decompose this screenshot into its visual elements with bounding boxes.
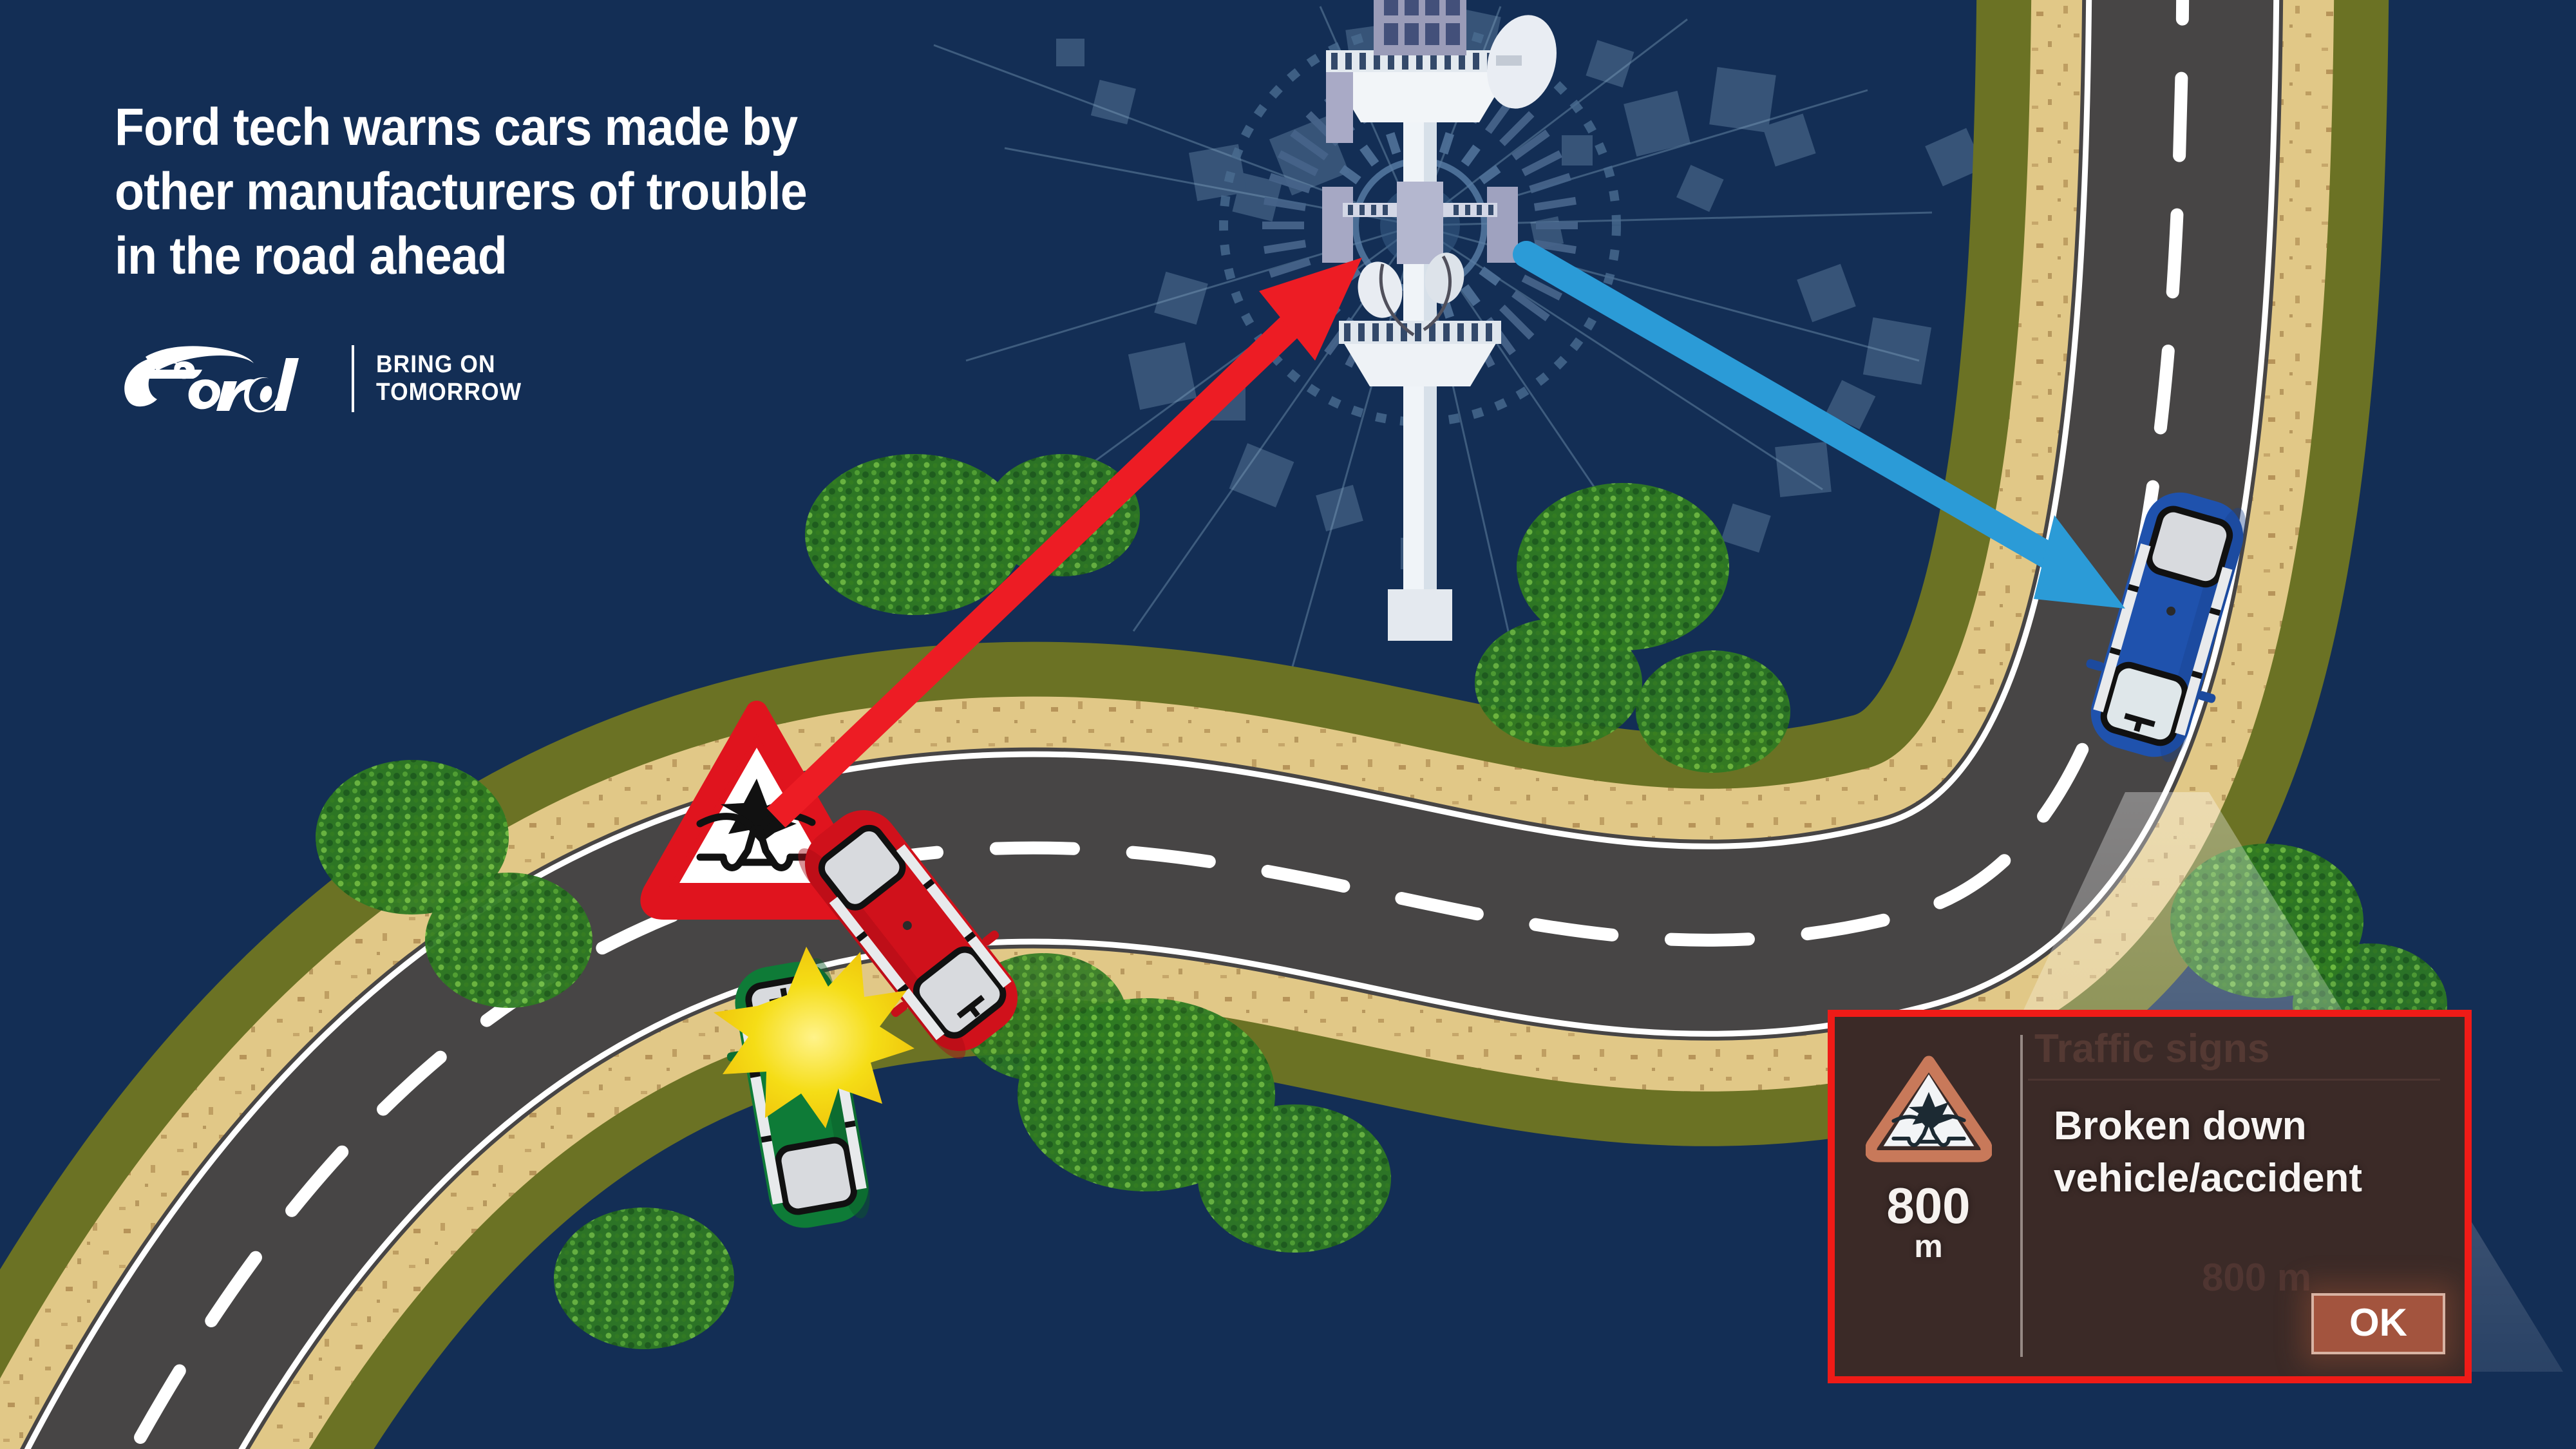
cell-tower (1219, 0, 1621, 641)
tower-outer-dashed-ring (1219, 24, 1621, 426)
blue-car-roof-stripe-r (2175, 567, 2233, 736)
tower-antenna-arm-bars (1348, 205, 1493, 215)
page-title: Ford tech warns cars made by other manuf… (115, 98, 808, 286)
tree-cluster (316, 760, 509, 914)
tower-antenna-box-left (1326, 72, 1353, 143)
red-car-mirror-l (891, 1001, 908, 1018)
red-arrow (766, 258, 1362, 828)
tower-dish-small-right (1425, 252, 1464, 304)
green-car-rear-window (775, 1137, 857, 1215)
tower-lower-deck (1343, 341, 1497, 386)
ford-script-wordmark-icon (124, 346, 299, 413)
red-car-door-seams (856, 878, 976, 995)
blue-car-mirror-l (2086, 659, 2105, 671)
tower-upper-deck (1330, 71, 1510, 122)
tree-cluster (1198, 1104, 1391, 1253)
accident-warning-icon (1865, 1056, 1992, 1162)
blue-car-roof-antenna (2166, 606, 2176, 616)
dashboard-distance-unit: m (1914, 1227, 1943, 1264)
tower-upper-railing-bars (1331, 53, 1508, 70)
dashboard-ok-button[interactable]: OK (2311, 1293, 2445, 1354)
dashboard-divider (2020, 1035, 2023, 1357)
blue-arrow (1513, 241, 2125, 609)
blue-car-windshield (2100, 661, 2188, 746)
blue-car-mirror-r (2197, 691, 2216, 703)
blue-car-door-seams (2109, 583, 2221, 679)
red-car-wiper (956, 994, 985, 1019)
tower-head-windows (1384, 0, 1460, 45)
ford-brand-lockup: BRING ON TOMORROW (117, 340, 533, 417)
tower-dish-small-left (1358, 261, 1403, 318)
tower-antenna-core (1397, 182, 1443, 264)
tower-cable (1379, 263, 1415, 337)
tree-cluster (425, 873, 592, 1008)
red-car-rear-window (818, 824, 906, 911)
dashboard-distance-value: 800 (1886, 1177, 1971, 1234)
tree-cluster (805, 454, 1024, 615)
tower-antenna-panel-right (1487, 187, 1518, 263)
dashboard-ghost-distance: 800 m (2202, 1256, 2312, 1299)
crash-impact-burst (714, 947, 914, 1128)
blue-car-rear-window (2146, 506, 2233, 588)
tower-dish-mount (1496, 55, 1522, 66)
logo-divider (352, 345, 354, 412)
vegetation (316, 454, 2447, 1349)
blue-car (2086, 492, 2246, 762)
red-car (798, 810, 1018, 1059)
tower-antenna-panel-left (1322, 187, 1353, 263)
tower-cable (1423, 255, 1452, 332)
dashboard-ghost-title: Traffic signs (2034, 1027, 2270, 1071)
red-car-roof-stripe-r (896, 844, 1012, 988)
blue-car-roof-stripe-l (2093, 543, 2151, 712)
tree-cluster (1475, 618, 1642, 747)
dashboard-ghost-underline (2028, 1079, 2440, 1081)
warning-sign-impact-burst (721, 779, 797, 843)
blue-car-wiper (2124, 713, 2155, 732)
red-car-windshield (913, 946, 1007, 1039)
tower-lower-railing-bars (1344, 323, 1492, 341)
red-car-mirror-r (982, 930, 999, 946)
tree-cluster (554, 1208, 734, 1349)
red-car-roof-stripe-l (829, 896, 945, 1041)
tower-base (1388, 589, 1452, 641)
red-car-roof-antenna (902, 921, 912, 931)
tree-cluster (1636, 650, 1790, 773)
dashboard-message: Broken down vehicle/accident (2054, 1104, 2363, 1200)
brand-tagline: BRING ON TOMORROW (376, 351, 522, 406)
dashboard-warning-panel: Traffic signs 800 m 800 m Broken (1828, 1010, 2472, 1383)
dashboard-left-column: 800 m (1846, 1056, 2011, 1262)
road-centre-dashes (126, 0, 2190, 1449)
tree-cluster (985, 454, 1140, 576)
tree-cluster (1517, 483, 1729, 650)
